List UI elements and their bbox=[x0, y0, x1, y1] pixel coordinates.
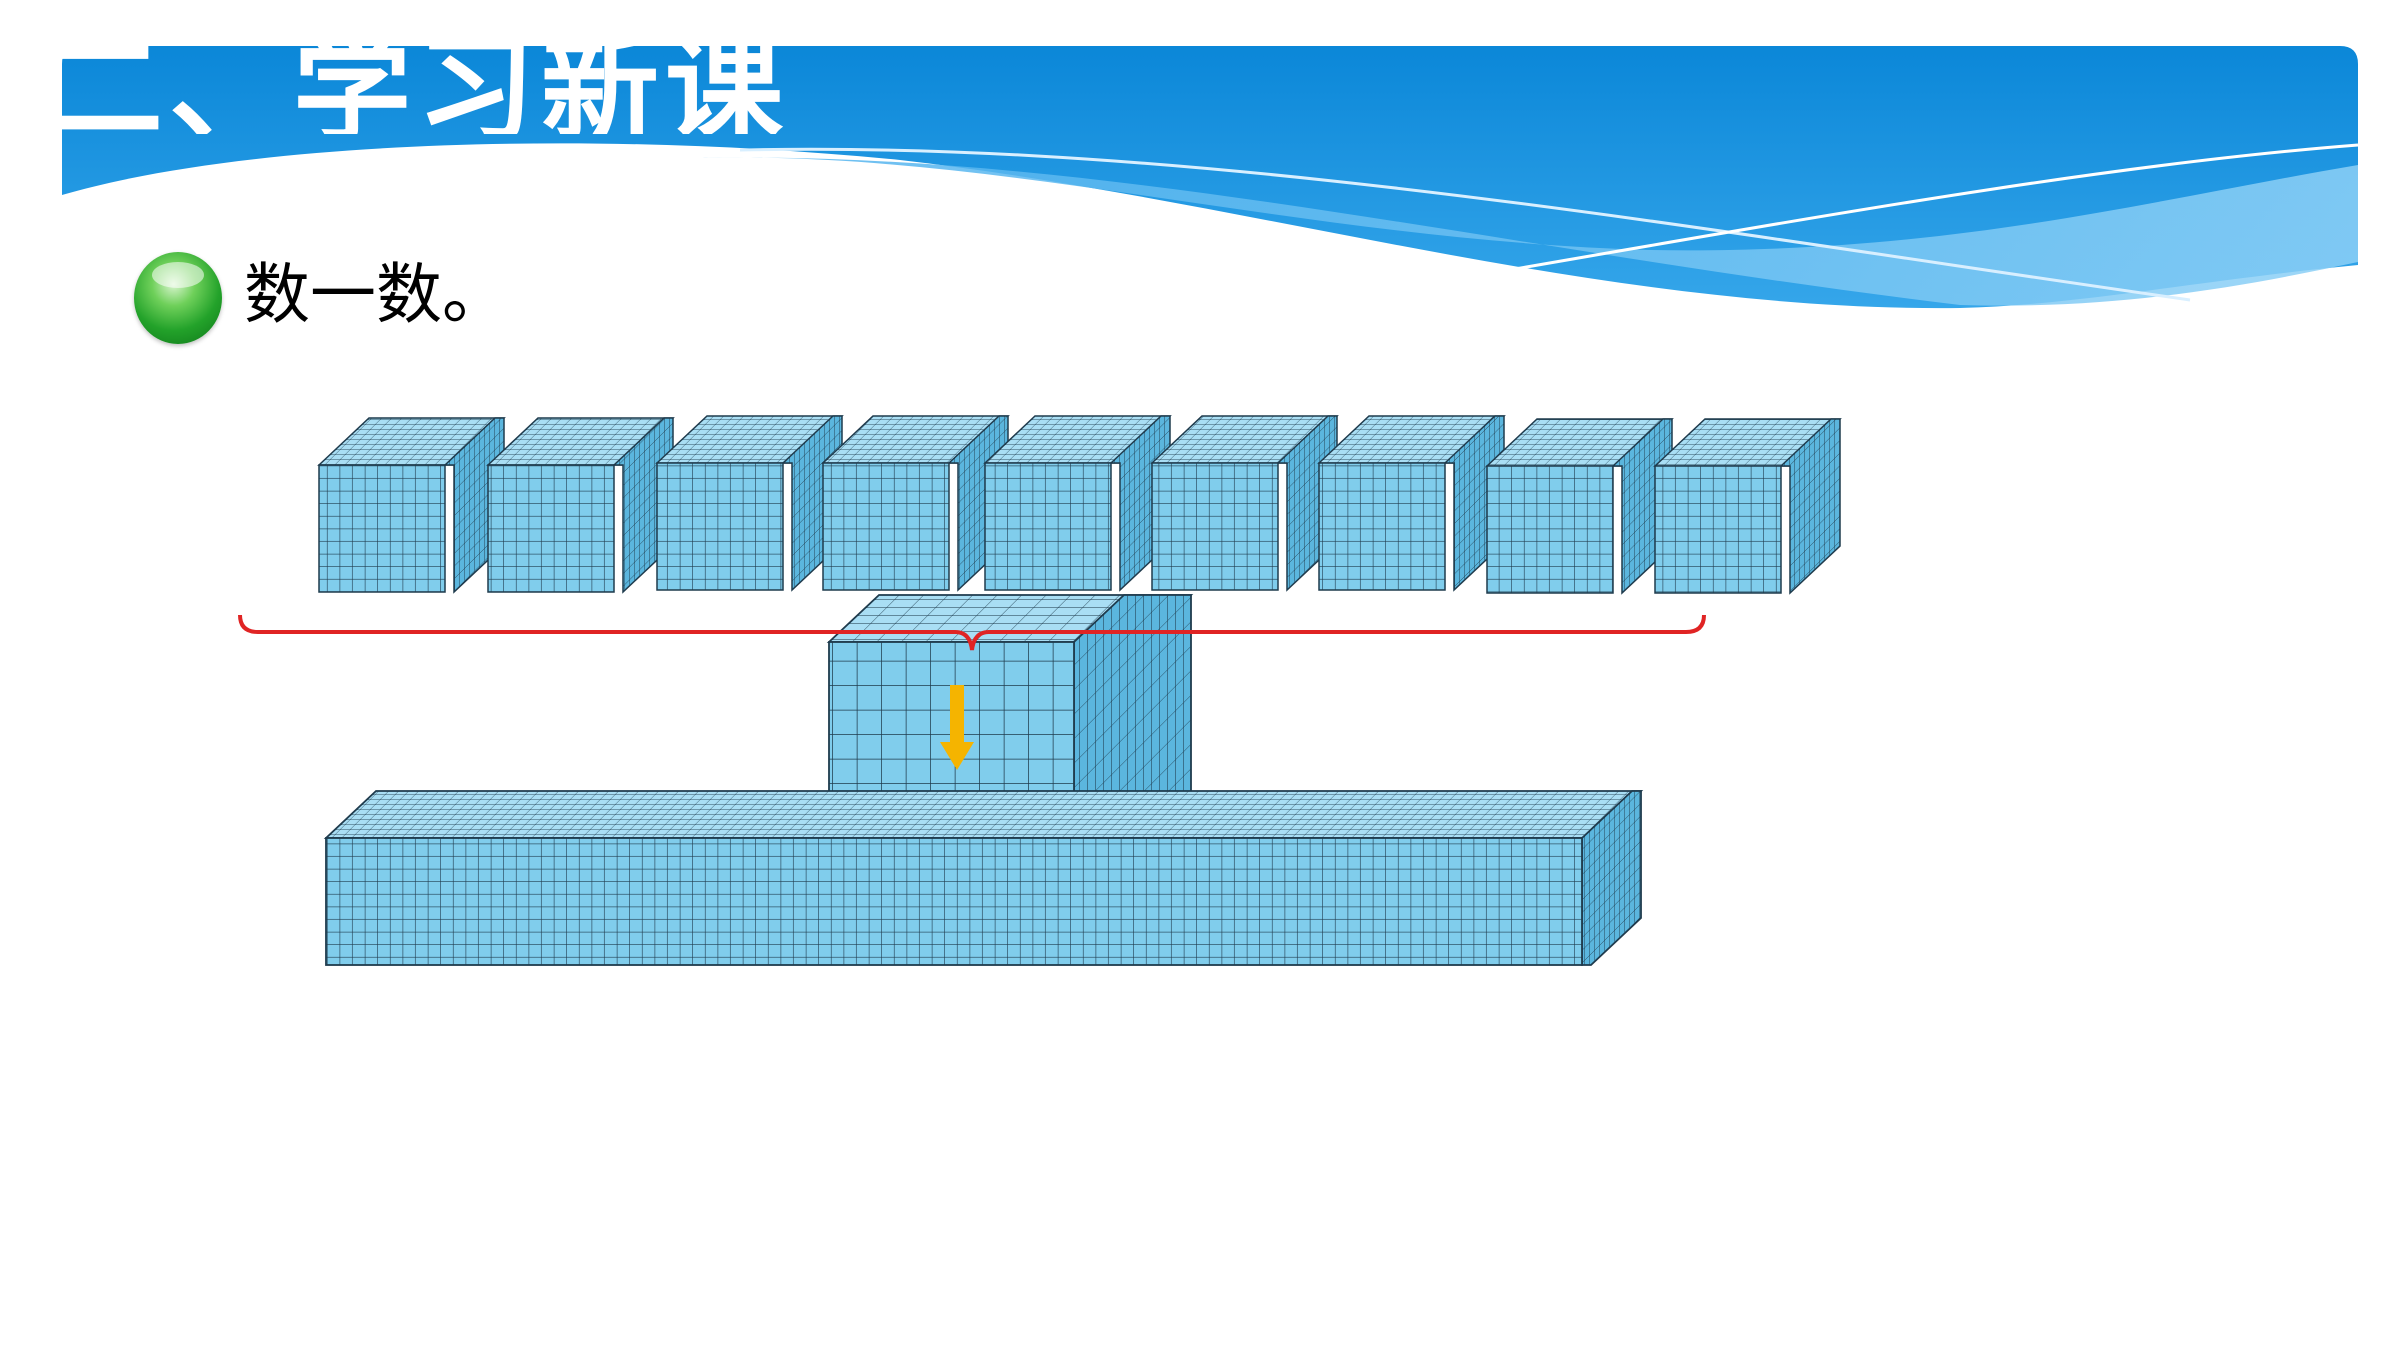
flat-block-9 bbox=[1653, 418, 1842, 595]
flat-block-5 bbox=[983, 415, 1172, 592]
flat-block-7 bbox=[1317, 415, 1506, 592]
green-bullet-icon bbox=[134, 252, 222, 344]
flat-block-4 bbox=[821, 415, 1010, 592]
flat-block-1 bbox=[317, 417, 506, 594]
section-title: 二、学习新课 bbox=[45, 20, 790, 158]
hundreds-flats-row bbox=[317, 415, 1842, 856]
ten-thousand-bar bbox=[323, 790, 1644, 966]
down-arrow-icon bbox=[940, 685, 974, 770]
prompt-text: 数一数。 bbox=[244, 256, 508, 333]
grouping-brace bbox=[238, 614, 1706, 651]
flat-block-3 bbox=[655, 415, 844, 592]
flat-block-8 bbox=[1485, 418, 1674, 595]
flat-block-2 bbox=[486, 417, 675, 594]
flat-block-6 bbox=[1150, 415, 1339, 592]
